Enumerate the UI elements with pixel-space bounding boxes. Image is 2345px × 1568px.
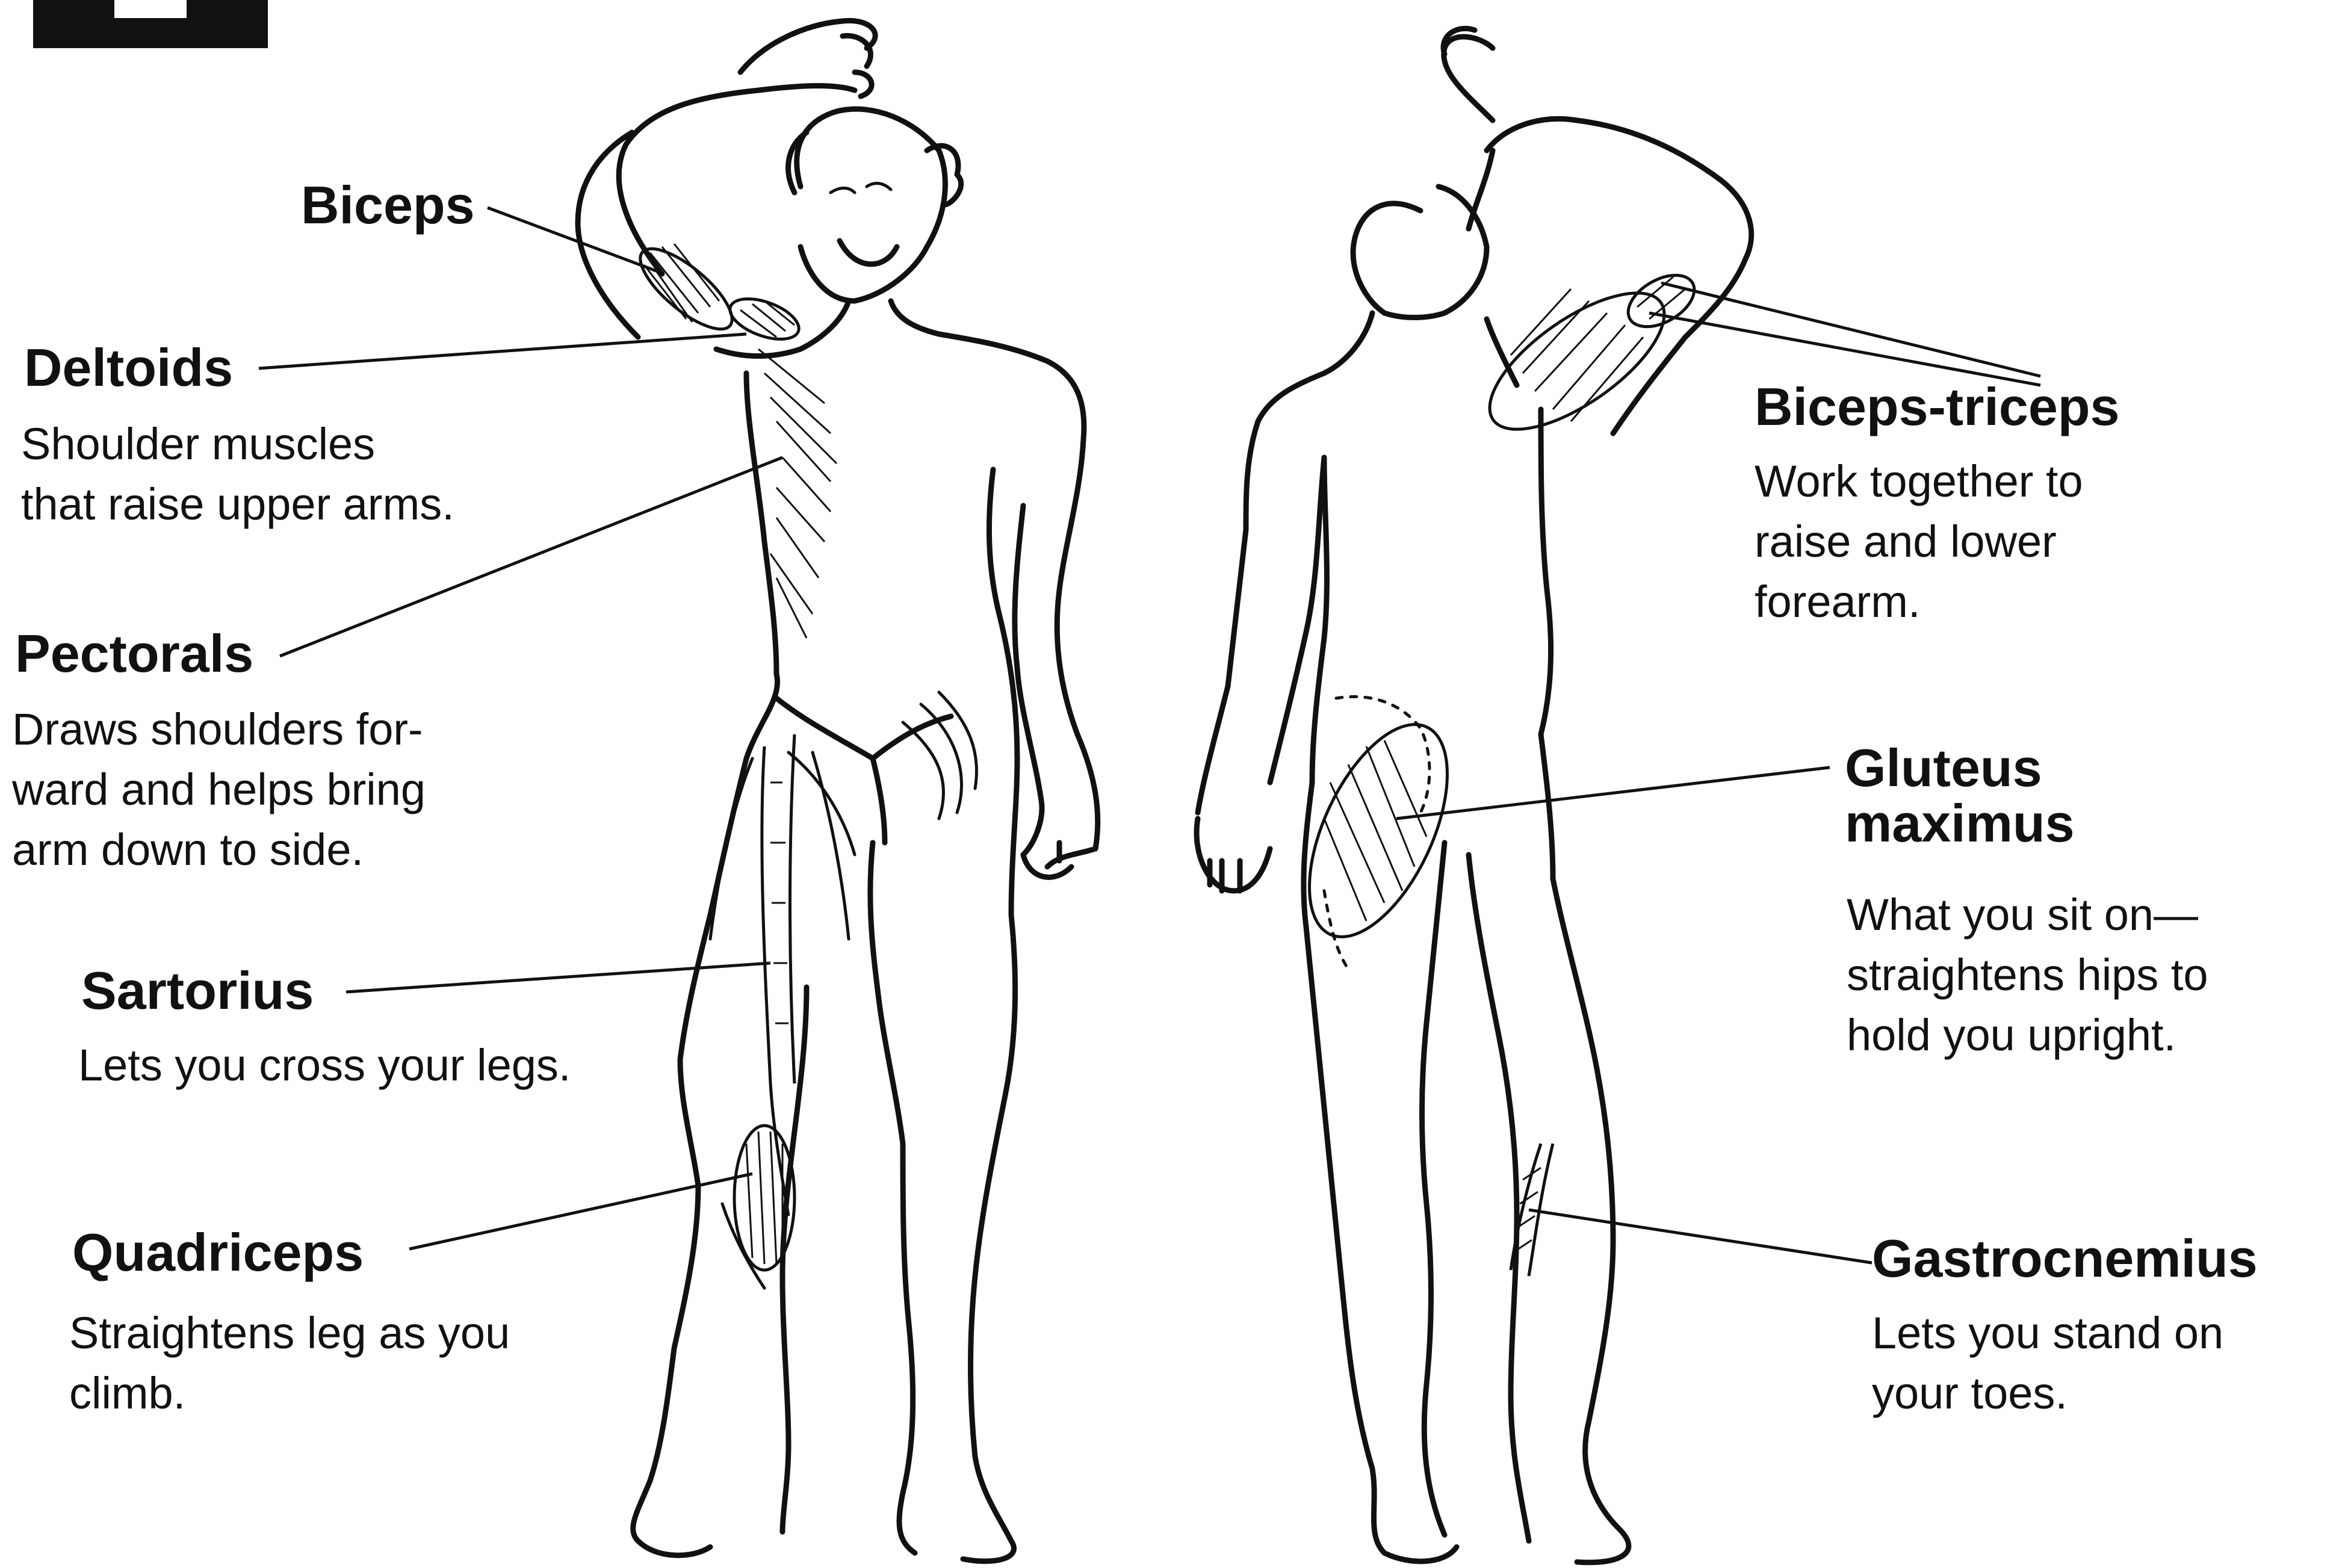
biceps-triceps-description: Work together to raise and lower forearm… (1755, 451, 2083, 632)
deltoids-description: Shoulder muscles that raise upper arms. (21, 414, 454, 535)
biceps-triceps-muscle (1469, 268, 1685, 454)
deltoid-muscle (725, 291, 804, 347)
quadriceps-description: Straightens leg as you climb. (69, 1303, 510, 1424)
leader-lines (259, 208, 2040, 1263)
deltoids-label: Deltoids (24, 340, 233, 395)
gluteus-label: Gluteus maximus (1845, 740, 2075, 852)
gastrocnemius-description: Lets you stand on your toes. (1872, 1303, 2223, 1424)
gluteus-description: What you sit on— straightens hips to hol… (1847, 885, 2208, 1065)
back-muscles (1281, 265, 1703, 1276)
front-muscles (629, 236, 855, 1270)
sartorius-muscle (762, 734, 795, 1216)
front-figure (578, 20, 1098, 1561)
pectorals-label: Pectorals (15, 626, 253, 681)
back-figure (1197, 28, 1752, 1562)
sartorius-description: Lets you cross your legs. (78, 1035, 571, 1095)
gluteus-muscle (1281, 704, 1476, 957)
quadriceps-label: Quadriceps (72, 1225, 364, 1280)
gastrocnemius-label: Gastrocnemius (1872, 1231, 2258, 1286)
biceps-triceps-label: Biceps-triceps (1755, 379, 2119, 435)
sartorius-label: Sartorius (81, 963, 314, 1018)
pectorals-description: Draws shoulders for- ward and helps brin… (12, 699, 426, 880)
biceps-label: Biceps (301, 178, 475, 233)
